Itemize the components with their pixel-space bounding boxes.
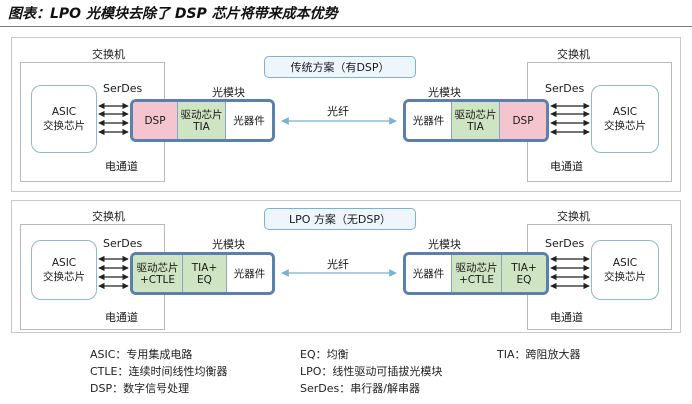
module-label: 光模块 xyxy=(212,86,245,99)
serdes-lanes-right xyxy=(550,102,590,136)
dsp-chip: DSP xyxy=(133,102,178,139)
asic-label: ASIC xyxy=(612,257,638,269)
asic-chip: ASIC 交换芯片 xyxy=(591,240,659,300)
channel-label: 电通道 xyxy=(105,160,138,173)
serdes-lanes-left xyxy=(98,102,129,136)
tia-eq-chip: TIA+EQ xyxy=(502,255,546,292)
driver-ctle-chip: 驱动芯片+CTLE xyxy=(133,255,183,292)
legend-lpo: LPO：线性驱动可插拔光模块 xyxy=(300,365,443,378)
fiber-label: 光纤 xyxy=(327,258,349,271)
switch-label: 交换机 xyxy=(557,48,590,61)
serdes-label: SerDes xyxy=(103,82,143,95)
asic-chip: ASIC 交换芯片 xyxy=(31,85,97,153)
asic-sublabel: 交换芯片 xyxy=(43,120,85,132)
figure-title: 图表：LPO 光模块去除了 DSP 芯片将带来成本优势 xyxy=(8,6,338,22)
asic-label: ASIC xyxy=(51,257,77,269)
scheme-banner: LPO 方案（无DSP） xyxy=(264,208,416,230)
legend-eq: EQ：均衡 xyxy=(300,348,349,361)
serdes-lanes-left xyxy=(98,255,129,290)
module-label: 光模块 xyxy=(428,86,461,99)
switch-label: 交换机 xyxy=(92,48,125,61)
optical-module-right: 光器件 驱动芯片+CTLE TIA+EQ xyxy=(403,252,549,295)
switch-label: 交换机 xyxy=(92,210,125,223)
asic-sublabel: 交换芯片 xyxy=(604,120,646,132)
channel-label: 电通道 xyxy=(105,311,138,324)
optical-component: 光器件 xyxy=(406,255,452,292)
asic-label: ASIC xyxy=(51,106,77,118)
driver-ctle-chip: 驱动芯片+CTLE xyxy=(452,255,502,292)
optical-component: 光器件 xyxy=(226,102,272,139)
tia-eq-chip: TIA+EQ xyxy=(183,255,227,292)
title-divider xyxy=(0,26,692,27)
optical-module-left: 驱动芯片+CTLE TIA+EQ 光器件 xyxy=(130,252,275,295)
legend-asic: ASIC：专用集成电路 xyxy=(90,348,193,361)
serdes-label: SerDes xyxy=(545,237,585,250)
channel-label: 电通道 xyxy=(550,160,583,173)
asic-label: ASIC xyxy=(612,106,638,118)
asic-sublabel: 交换芯片 xyxy=(604,271,646,283)
legend-ctle: CTLE：连续时间线性均衡器 xyxy=(90,365,228,378)
serdes-label: SerDes xyxy=(545,82,585,95)
legend-tia: TIA：跨阻放大器 xyxy=(497,348,581,361)
channel-label: 电通道 xyxy=(550,311,583,324)
module-label: 光模块 xyxy=(212,238,245,251)
asic-chip: ASIC 交换芯片 xyxy=(591,85,659,153)
scheme-banner: 传统方案（有DSP） xyxy=(264,56,416,78)
serdes-lanes-right xyxy=(550,255,590,290)
optical-component: 光器件 xyxy=(227,255,272,292)
legend-dsp: DSP：数字信号处理 xyxy=(90,382,190,395)
dsp-chip: DSP xyxy=(500,102,546,139)
switch-label: 交换机 xyxy=(557,210,590,223)
asic-chip: ASIC 交换芯片 xyxy=(31,240,97,300)
asic-sublabel: 交换芯片 xyxy=(43,271,85,283)
optical-component: 光器件 xyxy=(406,102,452,139)
module-label: 光模块 xyxy=(428,238,461,251)
fiber-label: 光纤 xyxy=(327,105,349,118)
legend-serdes: SerDes：串行器/解串器 xyxy=(300,382,420,395)
serdes-label: SerDes xyxy=(103,237,143,250)
